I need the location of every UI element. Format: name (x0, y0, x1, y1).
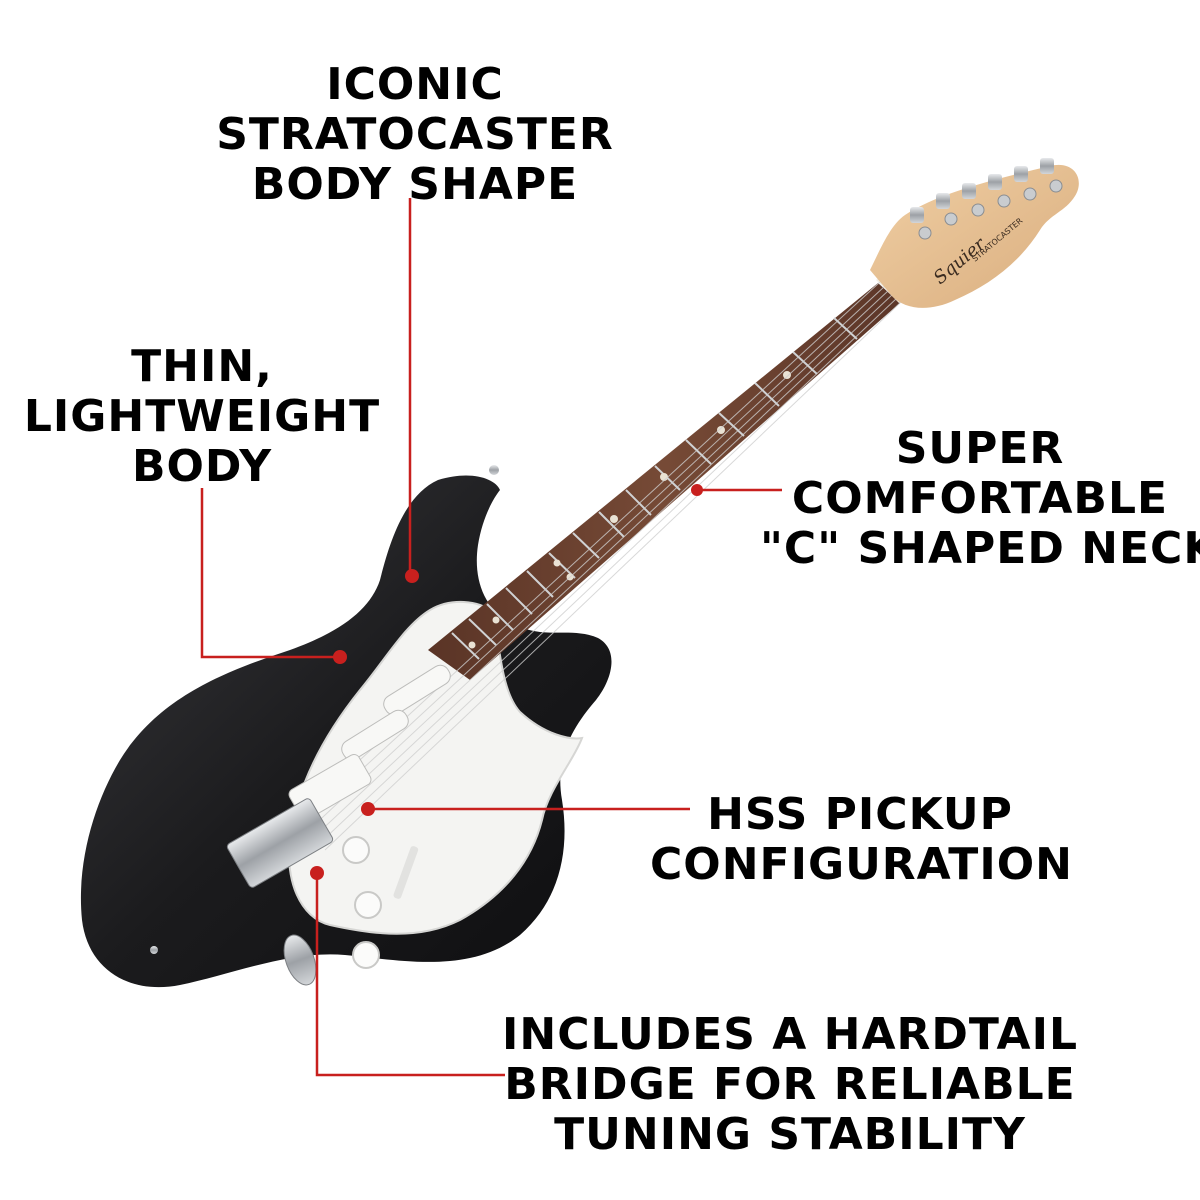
strings (299, 281, 902, 851)
control-knobs (342, 836, 382, 969)
callout-line: "C" SHAPED NECK (760, 523, 1200, 574)
callout-line: TUNING STABILITY (554, 1109, 1026, 1160)
callout-line: STRATOCASTER (216, 109, 614, 160)
callout-line: BODY (131, 441, 273, 492)
callout-line: CONFIGURATION (650, 839, 1073, 890)
callout-hss-pickups: HSS PICKUP CONFIGURATION (650, 789, 1073, 890)
strap-button-bottom (150, 946, 158, 954)
output-jack (283, 934, 317, 986)
tuning-pegs (910, 158, 1063, 240)
fretboard (428, 283, 900, 680)
callout-body-shape: ICONIC STRATOCASTER BODY SHAPE (205, 60, 625, 210)
headstock (870, 164, 1079, 308)
leader-lightweight-body (200, 488, 340, 659)
dot-lightweight-body (333, 650, 347, 664)
pickup-selector (393, 846, 419, 899)
dot-body-shape (405, 569, 419, 583)
callout-line: COMFORTABLE (791, 473, 1169, 524)
callout-line: SUPER (895, 423, 1065, 474)
strap-button-top (489, 465, 499, 475)
callout-line: BRIDGE FOR RELIABLE (504, 1059, 1076, 1110)
leader-dots (310, 484, 703, 880)
callout-line: ICONIC (326, 59, 504, 110)
callout-hardtail-bridge: INCLUDES A HARDTAIL BRIDGE FOR RELIABLE … (470, 1010, 1110, 1160)
middle-pickup (341, 709, 409, 761)
callout-line: INCLUDES A HARDTAIL (502, 1009, 1078, 1060)
dot-c-neck (691, 484, 703, 496)
dot-hardtail-bridge (310, 866, 324, 880)
callout-line: THIN, (131, 341, 273, 392)
callout-line: LIGHTWEIGHT (23, 391, 381, 442)
dot-hss-pickups (361, 802, 375, 816)
leader-hardtail-bridge (315, 875, 505, 1077)
callout-lightweight-body: THIN, LIGHTWEIGHT BODY (0, 342, 404, 492)
leader-lines (200, 198, 782, 1077)
callout-line: BODY SHAPE (251, 159, 579, 210)
callout-c-neck: SUPER COMFORTABLE "C" SHAPED NECK (760, 424, 1200, 574)
neck-pickup (383, 664, 451, 716)
hardtail-bridge (226, 798, 334, 888)
callout-line: HSS PICKUP (707, 789, 1013, 840)
